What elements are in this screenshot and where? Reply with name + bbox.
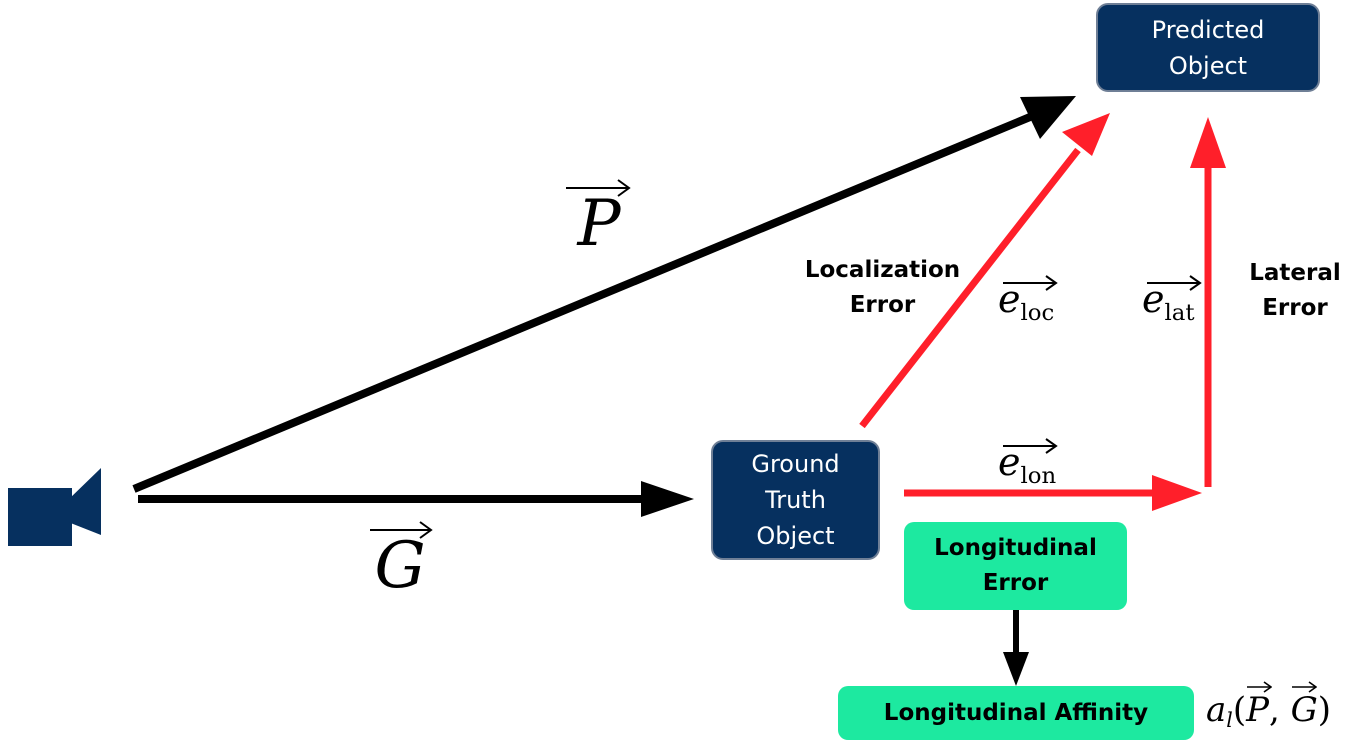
formula-arg-p-accent xyxy=(1247,681,1273,693)
lateral-error-line-2: Error xyxy=(1262,295,1328,321)
lateral-error-arrow xyxy=(1190,117,1226,487)
vector-g-letter: G xyxy=(374,529,426,603)
localization-error-line-2: Error xyxy=(849,292,916,318)
formula-separator: , xyxy=(1268,690,1280,730)
ground-truth-label-3: Object xyxy=(756,522,835,550)
localization-error-line-1: Localization xyxy=(804,257,961,283)
vector-g-arrow xyxy=(138,481,694,517)
localization-error-label: Localization Error xyxy=(790,253,975,323)
ground-truth-object-node: Ground Truth Object xyxy=(711,440,880,560)
formula-close-paren: ) xyxy=(1317,690,1332,730)
formula-arg-g-letter: G xyxy=(1290,690,1318,730)
vector-e-loc-symbol: eloc xyxy=(998,276,1068,336)
formula-sub: l xyxy=(1226,708,1233,733)
vector-e-lon-symbol: elon xyxy=(998,439,1068,499)
predicted-object-node: Predicted Object xyxy=(1096,3,1320,92)
predicted-object-label-2: Object xyxy=(1168,51,1248,80)
predicted-object-label-1: Predicted xyxy=(1151,15,1265,44)
vector-p-arrow xyxy=(132,96,1076,493)
vector-e-lat-subscript: lat xyxy=(1164,299,1195,326)
vector-g-symbol: G xyxy=(366,528,434,604)
vector-e-lat-symbol: elat xyxy=(1142,276,1212,336)
longitudinal-error-node: Longitudinal Error xyxy=(904,522,1127,610)
ground-truth-label-2: Truth xyxy=(765,486,826,514)
lateral-error-label: Lateral Error xyxy=(1235,256,1355,326)
longitudinal-error-arrow xyxy=(904,475,1202,511)
affinity-formula: al(P, G) xyxy=(1206,681,1332,733)
formula-arg-p: P xyxy=(1246,681,1273,730)
formula-arg-p-letter: P xyxy=(1246,690,1269,730)
longitudinal-error-label-2: Error xyxy=(982,570,1049,596)
vector-e-lat-letter: e xyxy=(1142,277,1165,321)
vector-p-symbol: P xyxy=(566,186,632,262)
video-camera-icon xyxy=(8,468,101,546)
longitudinal-affinity-label: Longitudinal Affinity xyxy=(883,699,1149,726)
vector-e-lon-letter: e xyxy=(998,440,1021,484)
formula-arg-g: G xyxy=(1290,681,1318,730)
formula-func: a xyxy=(1206,690,1227,730)
vector-p-letter: P xyxy=(577,187,621,261)
lateral-error-line-1: Lateral xyxy=(1249,260,1341,286)
formula-arg-g-accent xyxy=(1291,681,1317,693)
error-to-affinity-arrow xyxy=(1003,610,1029,686)
vector-e-loc-subscript: loc xyxy=(1020,299,1055,326)
ground-truth-label-1: Ground xyxy=(751,450,840,478)
vector-e-loc-letter: e xyxy=(998,277,1021,321)
formula-open-paren: ( xyxy=(1232,690,1247,730)
longitudinal-affinity-node: Longitudinal Affinity xyxy=(838,686,1194,740)
localization-error-arrow xyxy=(859,113,1110,429)
vector-e-lon-subscript: lon xyxy=(1020,462,1057,489)
vector-accents xyxy=(370,179,1202,539)
longitudinal-error-label-1: Longitudinal xyxy=(934,535,1097,561)
